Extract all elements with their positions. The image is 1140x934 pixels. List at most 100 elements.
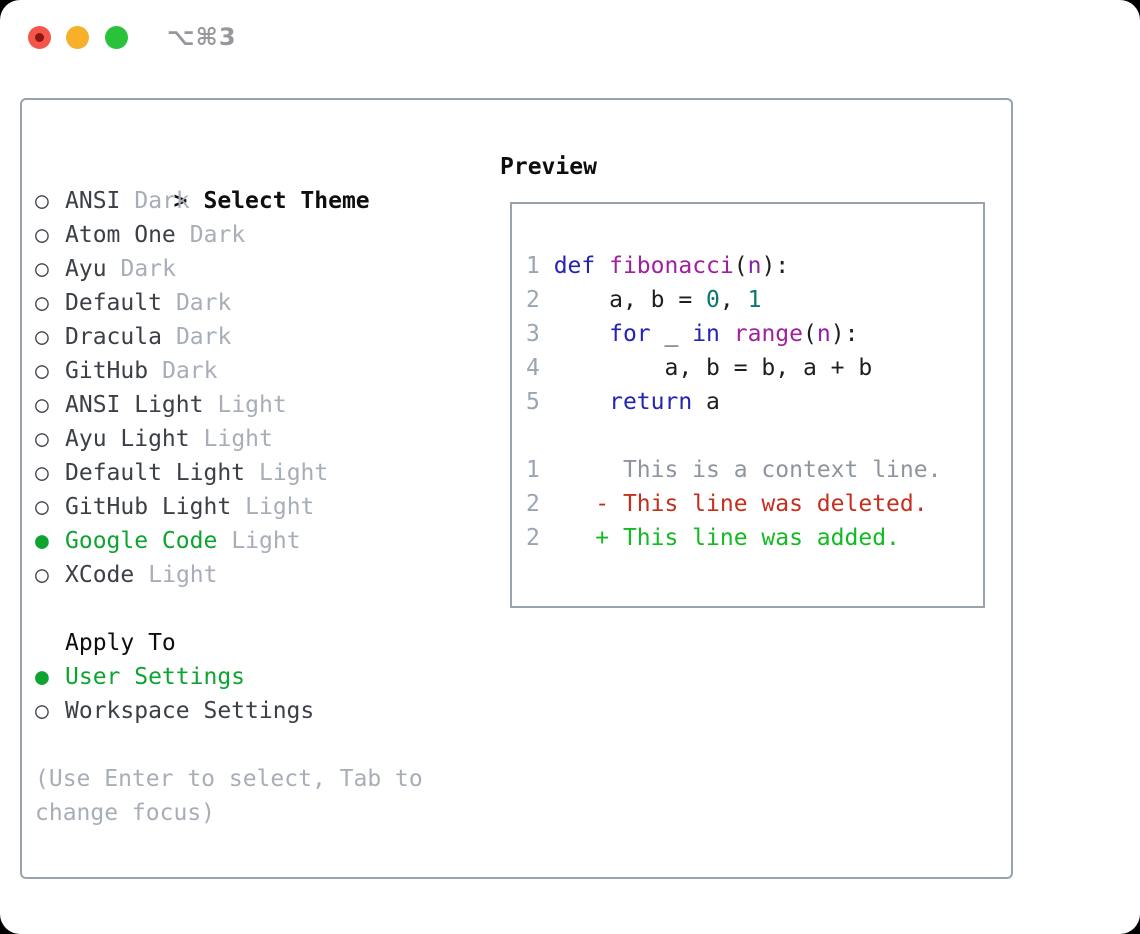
token-nm: 0 (706, 287, 720, 313)
token-add: + This line was added. (553, 525, 900, 551)
option-label: ANSI (65, 188, 121, 214)
option-label: GitHub Light (65, 494, 232, 520)
preview-line (526, 419, 983, 453)
radio-unselected-icon: ○ (35, 290, 49, 316)
token-ln: 2 (526, 287, 554, 313)
option-label: XCode (65, 562, 135, 588)
option-label: Dracula (65, 324, 162, 350)
option-label: GitHub (65, 358, 149, 384)
token-kw: for (609, 321, 651, 347)
radio-selected-icon: ● (35, 528, 49, 554)
option-label: Atom One (65, 222, 176, 248)
apply-to-item[interactable]: ●User Settings (35, 660, 423, 694)
window-title: ⌥⌘3 (167, 23, 237, 51)
token-ln: 5 (526, 389, 554, 415)
help-line: (Use Enter to select, Tab to (35, 766, 423, 792)
token-pl: a, b = (553, 287, 707, 313)
token-pl: ): (830, 321, 859, 347)
token-pl (554, 389, 609, 415)
preview-line: 1 def fibonacci(n): (526, 249, 983, 283)
token-pl: ): (761, 253, 790, 279)
theme-variant-tag: Light (231, 528, 301, 554)
radio-unselected-icon: ○ (35, 426, 49, 452)
token-pl: a, b = b, a + b (553, 355, 873, 381)
preview-line: 4 a, b = b, a + b (526, 351, 983, 385)
token-pm: n (747, 253, 762, 279)
preview-line: 2 + This line was added. (526, 521, 983, 555)
token-ln: 2 (526, 491, 554, 517)
theme-item[interactable]: ○ ANSI Dark (35, 184, 423, 218)
theme-variant-tag: Light (259, 460, 329, 486)
radio-unselected-icon: ○ (35, 698, 49, 724)
token-del: - This line was deleted. (553, 491, 928, 517)
option-label: Default (65, 290, 162, 316)
token-pl: a (692, 389, 720, 415)
preview-line: 2 - This line was deleted. (526, 487, 983, 521)
token-pl: ( (803, 321, 817, 347)
token-kw: return (609, 389, 693, 415)
maximize-button[interactable] (105, 26, 128, 49)
radio-unselected-icon: ○ (35, 188, 49, 214)
theme-variant-tag: Light (203, 426, 273, 452)
spacer (35, 592, 423, 626)
theme-item[interactable]: ○ Atom One Dark (35, 218, 423, 252)
preview-line: 2 a, b = 0, 1 (526, 283, 983, 317)
token-pl: _ (650, 321, 693, 347)
token-pl: ( (733, 253, 748, 279)
option-label: Google Code (65, 528, 218, 554)
token-ln: 2 (526, 525, 554, 551)
theme-item[interactable]: ○ Ayu Light Light (35, 422, 423, 456)
token-ln: 3 (526, 321, 554, 347)
radio-unselected-icon: ○ (35, 392, 49, 418)
radio-unselected-icon: ○ (35, 358, 49, 384)
theme-variant-tag: Dark (175, 324, 232, 350)
token-fn: fibonacci (609, 253, 734, 279)
radio-unselected-icon: ○ (35, 460, 49, 486)
token-pl: , (719, 287, 748, 313)
token-kw: in (692, 321, 720, 347)
token-nm: 1 (747, 287, 762, 313)
theme-variant-tag: Dark (189, 222, 246, 248)
minimize-button[interactable] (66, 26, 89, 49)
spacer (35, 728, 423, 762)
theme-variant-tag: Dark (134, 188, 190, 214)
token-pl (554, 321, 609, 347)
preview-line: 1 This is a context line. (526, 453, 983, 487)
token-ln: 1 (526, 253, 554, 279)
option-label: Ayu (65, 256, 107, 282)
theme-item[interactable]: ● Google Code Light (35, 524, 423, 558)
theme-variant-tag: Light (148, 562, 218, 588)
radio-unselected-icon: ○ (35, 494, 49, 520)
token-ctx: This is a context line. (553, 457, 942, 483)
radio-unselected-icon: ○ (35, 222, 49, 248)
option-label: Ayu Light (65, 426, 190, 452)
close-button[interactable] (28, 26, 51, 49)
theme-variant-tag: Light (217, 392, 287, 418)
token-kw: def (553, 253, 596, 279)
preview-line: 5 return a (526, 385, 983, 419)
apply-to-item[interactable]: ○Workspace Settings (35, 694, 423, 728)
select-theme-title: Select Theme (203, 188, 370, 214)
theme-item[interactable]: ○ XCode Light (35, 558, 423, 592)
option-label: Default Light (65, 460, 246, 486)
cursor-icon: > (173, 188, 188, 214)
token-ln: 4 (526, 355, 554, 381)
radio-selected-icon: ● (35, 664, 49, 690)
theme-item[interactable]: ○ Default Light Light (35, 456, 423, 490)
apply-to-header: Apply To (65, 630, 176, 656)
theme-item[interactable]: ○ GitHub Dark (35, 354, 423, 388)
theme-variant-tag: Dark (162, 358, 218, 384)
token-ln: 1 (526, 457, 554, 483)
radio-unselected-icon: ○ (35, 562, 49, 588)
